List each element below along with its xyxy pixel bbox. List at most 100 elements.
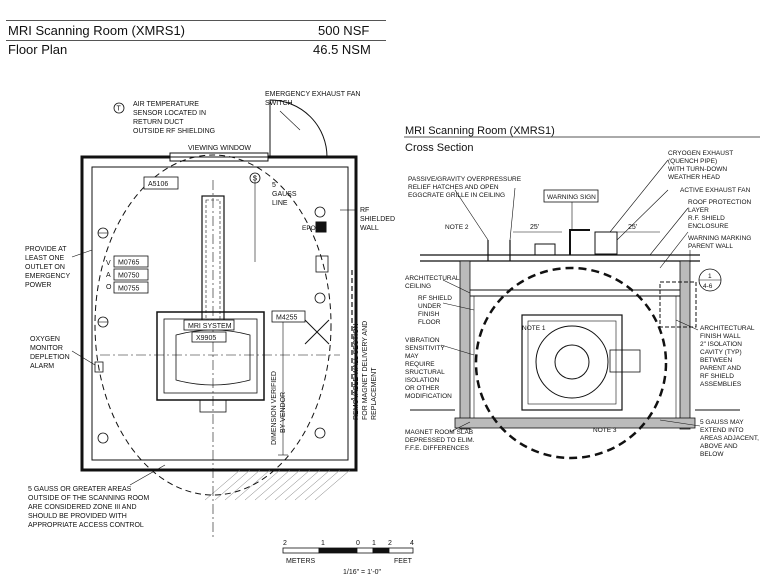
outlet-note-3: OUTLET ON [25, 264, 65, 271]
outlet-note-2: LEAST ONE [25, 255, 64, 262]
vibration-1: VIBRATION [405, 337, 440, 344]
zone-hatch [204, 469, 351, 501]
air-temp-symbol: T [117, 106, 122, 113]
dim-25-b: 25' [628, 224, 637, 231]
gauss-extend-3: AREAS ADJACENT, [700, 435, 759, 442]
arch-finish-wall-1: ARCHITECTURAL [700, 325, 755, 332]
oxygen-alarm-2: MONITOR [30, 345, 63, 352]
code-m0750: M0750 [118, 273, 140, 280]
gauss-line-1: 5 [272, 182, 276, 189]
plan-subtitle: Floor Plan [8, 42, 68, 57]
air-temp-note-4: OUTSIDE RF SHIELDING [133, 128, 215, 135]
mri-code-label: X9905 [196, 335, 216, 342]
slab-2: DEPRESSED TO ELIM. [405, 437, 475, 444]
warning-sign-label: WARNING SIGN [547, 194, 596, 201]
rf-enclosure-1: R.F. SHIELD [688, 215, 725, 222]
dimension-note-1: DIMENSION VERIFIED [271, 371, 278, 445]
oxygen-alarm-3: DEPLETION [30, 354, 70, 361]
dimension-note-2: BY VENDOR [280, 392, 287, 433]
oxygen-sensor [94, 361, 104, 373]
gauss-line-3: LINE [272, 200, 288, 207]
outlet-note-4: EMERGENCY [25, 273, 70, 280]
emergency-fan-1: EMERGENCY EXHAUST FAN [265, 91, 360, 98]
note-1-label: NOTE 1 [522, 325, 546, 332]
cross-section [410, 159, 740, 460]
header-rule-mid [6, 40, 386, 41]
vibration-2: SENSITIVITY [405, 345, 445, 352]
rf-wall-3: WALL [360, 225, 379, 232]
air-temp-note-3: RETURN DUCT [133, 119, 184, 126]
arch-finish-wall-3: 2" ISOLATION [700, 341, 742, 348]
scale-ratio: 1/16" = 1'-0" [343, 569, 382, 576]
gauss-extend-2: EXTEND INTO [700, 427, 744, 434]
emergency-fan-2: SWITCH [265, 100, 293, 107]
zone-note-2: OUTSIDE OF THE SCANNING ROOM [28, 495, 149, 502]
active-fan-label: ACTIVE EXHAUST FAN [680, 187, 751, 194]
dim-25-a: 25' [530, 224, 539, 231]
arch-finish-wall-4: CAVITY (TYP) [700, 349, 742, 356]
floor-plan [71, 99, 358, 540]
arch-ceiling-2: CEILING [405, 283, 431, 290]
outlet-letter-a: A [106, 272, 111, 279]
outlet-circle-3 [97, 432, 109, 444]
rf-floor-4: FLOOR [418, 319, 441, 326]
removable-wall-2: FOR MAGNET DELIVERY AND [362, 321, 369, 420]
removable-wall-3: REPLACEMENT [371, 367, 378, 420]
gauss-line-2: GAUSS [272, 191, 297, 198]
cross-symbol [304, 319, 330, 345]
area-nsm: 46.5 NSM [313, 42, 371, 57]
mri-system-label: MRI SYSTEM [188, 323, 232, 330]
rf-floor-1: RF SHIELD [418, 295, 452, 302]
outlet-note-5: POWER [25, 282, 51, 289]
cryogen-exhaust-4: WEATHER HEAD [668, 174, 720, 181]
outlet-letter-v: V [106, 260, 111, 267]
cross-section-labels: PASSIVE/GRAVITY OVERPRESSURE RELIEF HATC… [405, 150, 759, 458]
removable-wall-1: REMOVABLE WALL SECTION [353, 323, 360, 420]
zone-note-3: ARE CONSIDERED ZONE III AND [28, 504, 137, 511]
detail-number: 1 [708, 273, 712, 280]
code-a5106: A5106 [148, 181, 168, 188]
rf-wall-1: RF [360, 207, 369, 214]
scale-tick-2ft: 2 [388, 540, 392, 547]
room-title: MRI Scanning Room (XMRS1) [8, 23, 185, 38]
header-rule-top [6, 20, 386, 21]
arch-finish-wall-7: RF SHIELD [700, 373, 734, 380]
scale-tick-0: 0 [356, 540, 360, 547]
arch-finish-wall-8: ASSEMBLIES [700, 381, 742, 388]
passive-relief-3: EGGCRATE GRILLE IN CEILING [408, 192, 505, 199]
section-title: MRI Scanning Room (XMRS1) [405, 125, 555, 137]
arch-finish-wall-2: FINISH WALL [700, 333, 741, 340]
section-subtitle: Cross Section [405, 142, 473, 154]
floor-plan-labels: T AIR TEMPERATURE SENSOR LOCATED IN RETU… [25, 91, 395, 529]
gauss-boundary-circle [474, 266, 668, 460]
rf-enclosure-2: ENCLOSURE [688, 223, 729, 230]
detail-sheet: 4-6 [703, 283, 713, 290]
parent-wall-label: PARENT WALL [688, 243, 733, 250]
gauss-extend-4: ABOVE AND [700, 443, 738, 450]
scale-bar: 2 1 0 1 2 4 METERS FEET 1/16" = 1'-0" [282, 540, 414, 576]
cryogen-exhaust-2: (QUENCH PIPE) [668, 158, 717, 165]
zone-note-5: APPROPRIATE ACCESS CONTROL [28, 522, 144, 529]
vibration-6: ISOLATION [405, 377, 439, 384]
rf-floor-3: FINISH [418, 311, 440, 318]
oxygen-alarm-4: ALARM [30, 363, 54, 370]
vibration-3: MAY [405, 353, 419, 360]
scale-feet-label: FEET [394, 558, 413, 565]
roof-layer-1: ROOF PROTECTION [688, 199, 752, 206]
gauss-line-boundary [94, 154, 332, 496]
zone-note-4: SHOULD BE PROVIDED WITH [28, 513, 127, 520]
passive-relief-1: PASSIVE/GRAVITY OVERPRESSURE [408, 176, 522, 183]
zone-note-1: 5 GAUSS OR GREATER AREAS [28, 486, 132, 493]
warning-marking-label: WARNING MARKING [688, 235, 751, 242]
code-m0765: M0765 [118, 260, 140, 267]
note-2-label: NOTE 2 [445, 224, 469, 231]
air-temp-note-2: SENSOR LOCATED IN [133, 110, 206, 117]
door [269, 99, 328, 158]
passive-relief-2: RELIEF HATCHES AND OPEN [408, 184, 499, 191]
vibration-4: REQUIRE [405, 361, 435, 368]
note-3-label: NOTE 3 [593, 427, 617, 434]
code-m0755: M0755 [118, 286, 140, 293]
area-nsf: 500 NSF [318, 23, 370, 38]
outlet-letter-o: O [106, 284, 112, 291]
vibration-7: OR OTHER [405, 385, 440, 392]
